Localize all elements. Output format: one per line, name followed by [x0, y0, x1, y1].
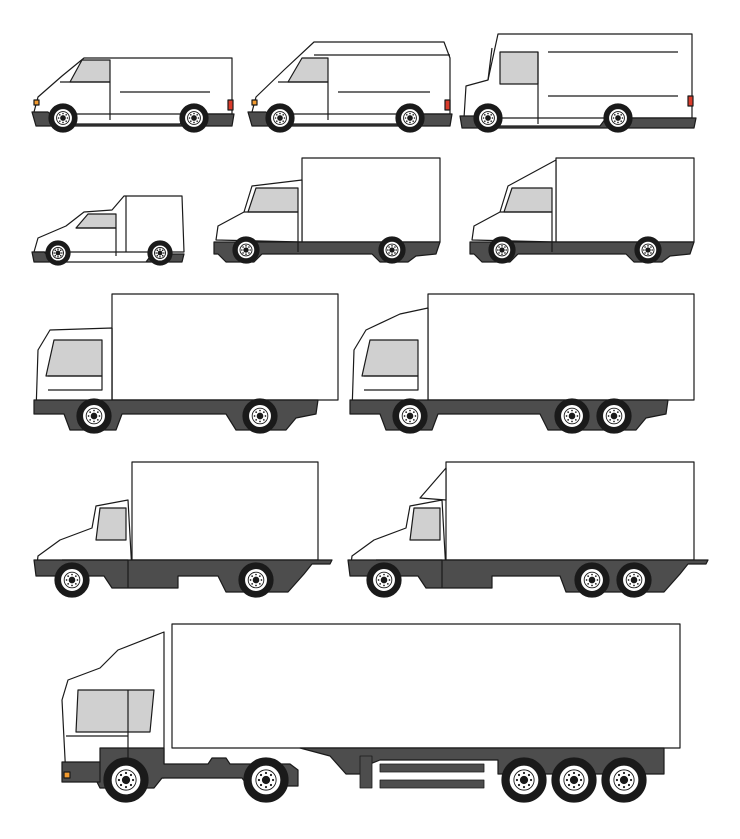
wheel: [366, 562, 402, 598]
wheel: [574, 562, 610, 598]
step-van: [459, 33, 697, 133]
wheel: [395, 103, 425, 133]
small-box-truck: [213, 157, 441, 264]
cabover-box-truck-tandem: [349, 293, 695, 434]
wheel: [45, 240, 71, 266]
hub: [243, 247, 249, 253]
hub: [499, 247, 505, 253]
hub: [568, 412, 576, 420]
hub: [55, 250, 61, 256]
hub: [90, 412, 98, 420]
hub: [569, 775, 579, 785]
hub: [191, 115, 197, 121]
hub: [588, 576, 596, 584]
small-city-van: [31, 195, 185, 266]
wheel: [242, 398, 278, 434]
conventional-box-truck: [33, 461, 333, 598]
wheel: [616, 562, 652, 598]
wheel: [473, 103, 503, 133]
cabover-box-truck: [33, 293, 339, 434]
hub: [256, 412, 264, 420]
hub: [619, 775, 629, 785]
hub: [380, 576, 388, 584]
hub: [615, 115, 621, 121]
hub: [645, 247, 651, 253]
wheel: [554, 398, 590, 434]
hub: [277, 115, 283, 121]
wheel: [551, 757, 597, 803]
hub: [252, 576, 260, 584]
hub: [261, 775, 271, 785]
wheel: [76, 398, 112, 434]
hub: [121, 775, 131, 785]
hub: [610, 412, 618, 420]
wheel: [378, 236, 406, 264]
wheel: [238, 562, 274, 598]
wheel: [596, 398, 632, 434]
hub: [157, 250, 163, 256]
wheel: [54, 562, 90, 598]
compact-van: [31, 57, 235, 133]
wheel: [232, 236, 260, 264]
hub: [485, 115, 491, 121]
high-roof-van: [247, 41, 453, 133]
hub: [519, 775, 529, 785]
wheel: [179, 103, 209, 133]
hub: [68, 576, 76, 584]
hub: [389, 247, 395, 253]
hub: [630, 576, 638, 584]
wheel: [603, 103, 633, 133]
wheel: [392, 398, 428, 434]
wheel: [265, 103, 295, 133]
wheel: [48, 103, 78, 133]
conventional-box-truck-tandem: [347, 461, 709, 598]
box-truck-with-luton: [469, 157, 695, 264]
wheel: [488, 236, 516, 264]
wheel: [601, 757, 647, 803]
wheel: [243, 757, 289, 803]
wheel: [634, 236, 662, 264]
hub: [60, 115, 66, 121]
wheel: [103, 757, 149, 803]
hub: [407, 115, 413, 121]
wheel: [147, 240, 173, 266]
wheel: [501, 757, 547, 803]
hub: [406, 412, 414, 420]
semi-trailer-truck: [61, 623, 681, 803]
